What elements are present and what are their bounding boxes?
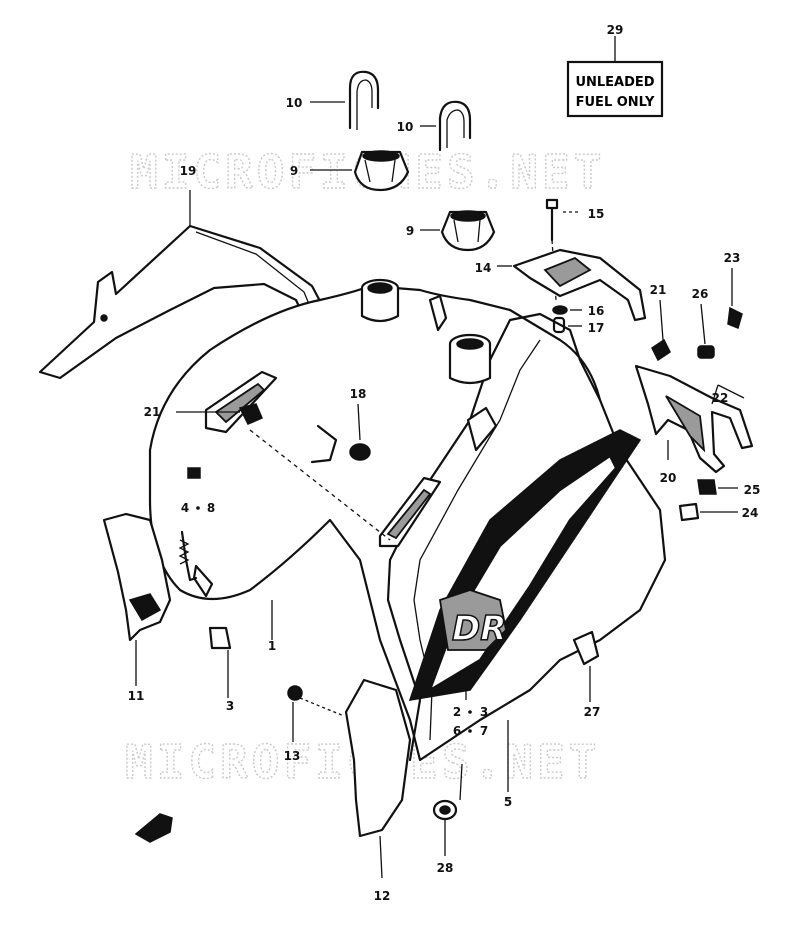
bolt-23: [727, 268, 743, 330]
callout-6: 6: [453, 724, 461, 738]
spring-4: [178, 467, 201, 582]
callout-25: 25: [744, 483, 761, 497]
fuel-tank-body: DR: [148, 278, 667, 762]
callout-17: 17: [588, 321, 605, 335]
callout-9: 9: [290, 164, 298, 178]
callout-18: 18: [350, 387, 367, 401]
cushion-26: [697, 303, 715, 359]
callout-20: 20: [660, 471, 677, 485]
callout-16: 16: [588, 304, 605, 318]
washer-16: [552, 305, 582, 315]
callout-28: 28: [437, 861, 454, 875]
callout-26: 26: [692, 287, 709, 301]
bolt-21-left: [176, 403, 263, 425]
callout-19: 19: [180, 164, 197, 178]
callout-21: 21: [144, 405, 161, 419]
cap-grommet-upper: [310, 150, 410, 192]
cap-grommet-lower: [420, 210, 496, 252]
callout-3: 3: [226, 699, 234, 713]
callouts: 29 10 10 9 9 15 19 14 23 21 26 16 17 21 …: [128, 23, 761, 903]
callout-14: 14: [475, 261, 492, 275]
cushion-28: [432, 799, 458, 856]
label-line-1: UNLEADED: [575, 75, 654, 90]
clip-27: [572, 630, 600, 702]
callout-7: 7: [480, 724, 488, 738]
bracket-14: [497, 248, 647, 322]
callout-9: 9: [406, 224, 414, 238]
callout-5: 5: [504, 795, 512, 809]
callout-24: 24: [742, 506, 759, 520]
screw-3-left: [208, 626, 232, 698]
callout-22: 22: [712, 391, 729, 405]
damper-24: [678, 502, 738, 522]
tank-decal-dr: DR: [438, 589, 507, 651]
callout-8: 8: [207, 501, 215, 515]
callout-29: 29: [607, 23, 624, 37]
svg-text:DR: DR: [452, 609, 506, 649]
callout-13: 13: [284, 749, 301, 763]
callout-2: 2: [453, 705, 461, 719]
callout-12: 12: [374, 889, 391, 903]
callout-10: 10: [286, 96, 303, 110]
front-direction-arrow-icon: [134, 813, 173, 843]
damper-25: [697, 479, 738, 495]
label-line-2: FUEL ONLY: [576, 95, 655, 110]
callout-15: 15: [588, 207, 605, 221]
callout-27: 27: [584, 705, 601, 719]
grommet-18: [349, 403, 371, 461]
bolt-21-right: [651, 299, 671, 362]
callout-10: 10: [397, 120, 414, 134]
hose-clip-right: [420, 100, 472, 152]
hose-clamp-u: [310, 424, 338, 464]
callout-21: 21: [650, 283, 667, 297]
bracket-20: [634, 364, 754, 474]
screw-13: [287, 685, 345, 742]
callout-1: 1: [268, 639, 276, 653]
callout-4: 4: [181, 501, 189, 515]
side-panel-12: [344, 678, 412, 879]
callout-3: 3: [480, 705, 488, 719]
callout-23: 23: [724, 251, 741, 265]
side-cover-11: [102, 512, 172, 686]
callout-11: 11: [128, 689, 145, 703]
label-unleaded-fuel-only: UNLEADED FUEL ONLY: [566, 36, 664, 118]
hose-clip-left: [310, 70, 380, 130]
